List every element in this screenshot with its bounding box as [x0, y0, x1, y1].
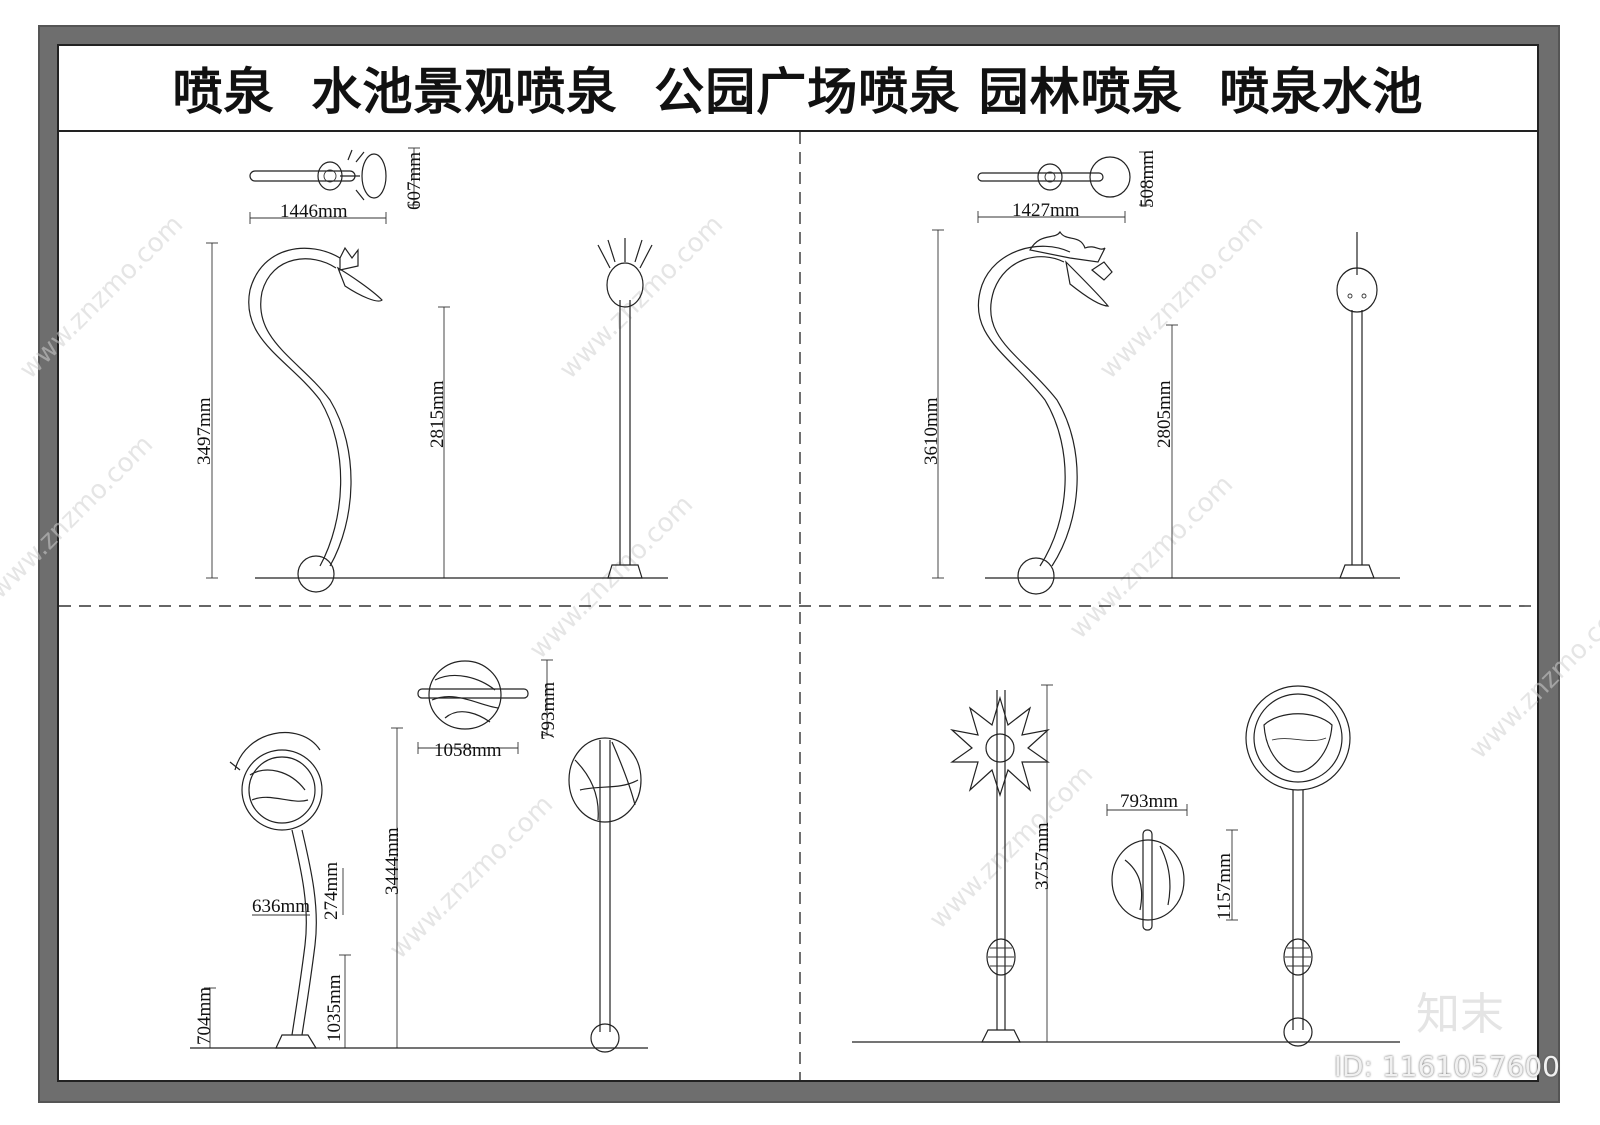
watermark-text: www.znzmo.com [0, 430, 159, 605]
dim-stem-height: 1035mm [324, 974, 345, 1042]
dim-top-height: 508mm [1137, 150, 1158, 208]
panel-bottom-right: 3757mm 793mm 1157mm [852, 684, 1400, 1047]
straight-fountain-elevation: 3444mm [382, 727, 642, 1053]
dim-arm-width: 636mm [252, 896, 310, 917]
dim-pole-height: 2815mm [427, 380, 448, 448]
watermark-text: www.znzmo.com [384, 790, 559, 965]
plan-view: 1058mm 793mm [417, 659, 559, 761]
dim-top-width: 1427mm [1012, 200, 1080, 221]
dim-base-height: 704mm [194, 987, 215, 1045]
plan-view: 1446mm 607mm [249, 147, 425, 224]
curved-fountain-elevation: 636mm 274mm 704mm 1035mm [194, 732, 351, 1049]
dim-total-height: 3444mm [382, 827, 403, 895]
ring-fountain-elevation: 1157mm [1214, 685, 1351, 1047]
dim-top-width: 793mm [1120, 791, 1178, 812]
brand-logo: 知末 [1416, 989, 1504, 1040]
page-title: 喷泉 水池景观喷泉 公园广场喷泉 园林喷泉 喷泉水池 [172, 63, 1424, 121]
watermark-text: www.znzmo.com [524, 490, 699, 665]
dim-total-height: 3757mm [1032, 822, 1053, 890]
watermark-text: www.znzmo.com [554, 210, 729, 385]
watermark-text: www.znzmo.com [924, 760, 1099, 935]
dim-top-height: 793mm [538, 682, 559, 740]
dim-lamp-height: 1157mm [1214, 853, 1235, 920]
title-bar: 喷泉 水池景观喷泉 公园广场喷泉 园林喷泉 喷泉水池 [59, 46, 1537, 132]
curved-fountain-elevation: 3497mm 2815mm [194, 242, 450, 593]
sunburst-fountain-elevation: 3757mm [949, 684, 1053, 1043]
dim-total-height: 3610mm [921, 397, 942, 465]
watermark-text: www.znzmo.com [14, 210, 189, 385]
dim-pole-height: 2805mm [1154, 380, 1175, 448]
dim-total-height: 3497mm [194, 397, 215, 465]
panel-top-left: 1446mm 607mm 3497mm 2815mm [194, 147, 668, 593]
curved-fountain-elevation: 3610mm 2805mm [921, 229, 1178, 595]
watermark-text: www.znzmo.com [1464, 590, 1600, 765]
dim-top-height: 607mm [404, 152, 425, 210]
plan-view: 1427mm 508mm [977, 150, 1158, 223]
drawing-sheet: 喷泉 水池景观喷泉 公园广场喷泉 园林喷泉 喷泉水池 [57, 44, 1539, 1082]
straight-fountain-elevation [597, 238, 653, 579]
dim-top-width: 1446mm [280, 201, 348, 222]
dim-arm-height: 274mm [321, 862, 342, 920]
straight-fountain-elevation [1336, 232, 1378, 579]
panel-bottom-left: 1058mm 793mm 636mm 274mm 704mm 1035mm [190, 659, 648, 1053]
orb-lamp-detail: 793mm [1106, 791, 1188, 931]
panel-top-right: 1427mm 508mm 3610mm 2805mm [921, 150, 1400, 595]
id-label: ID: 1161057600 [1333, 1050, 1560, 1083]
dim-top-width: 1058mm [434, 740, 502, 761]
watermark-text: www.znzmo.com [1064, 470, 1239, 645]
watermark-text: www.znzmo.com [1094, 210, 1269, 385]
